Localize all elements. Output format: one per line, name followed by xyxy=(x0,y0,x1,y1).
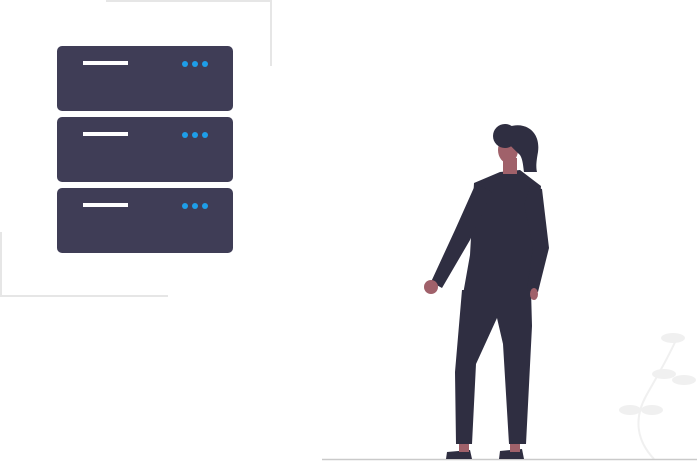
decorative-frame xyxy=(0,0,272,297)
plant-decoration xyxy=(619,333,696,460)
server-led-dot xyxy=(192,203,198,209)
server-slot xyxy=(83,61,128,65)
plant-leaf xyxy=(672,375,696,385)
server-led-dot xyxy=(202,203,208,209)
server-unit-body xyxy=(57,117,233,182)
left-arm xyxy=(431,183,492,288)
server-led-dot xyxy=(192,132,198,138)
server-led-dot xyxy=(182,203,188,209)
right-arm xyxy=(524,186,549,292)
server-unit xyxy=(57,188,233,253)
server-slot xyxy=(83,132,128,136)
server-led-dot xyxy=(182,132,188,138)
trousers xyxy=(455,290,532,444)
frame-line-bottom xyxy=(0,232,168,297)
left-ankle xyxy=(459,442,469,452)
frame-line-top xyxy=(106,0,272,66)
hair xyxy=(506,125,539,172)
server-led-dot xyxy=(182,61,188,67)
right-hand xyxy=(530,288,538,300)
person-figure xyxy=(424,124,549,459)
plant-leaf xyxy=(661,333,685,343)
server-led-dot xyxy=(192,61,198,67)
left-shoe xyxy=(446,450,472,459)
server-unit-body xyxy=(57,188,233,253)
server-unit xyxy=(57,117,233,182)
server-unit xyxy=(57,46,233,111)
left-hand xyxy=(424,280,438,294)
server-led-dot xyxy=(202,61,208,67)
right-ankle xyxy=(510,442,520,452)
plant-stem xyxy=(637,339,677,460)
plant-leaf xyxy=(641,405,663,415)
server-rack xyxy=(57,46,233,253)
server-slot xyxy=(83,203,128,207)
plant-leaf xyxy=(652,369,676,379)
server-led-dot xyxy=(202,132,208,138)
plant-leaf xyxy=(619,405,641,415)
server-unit-body xyxy=(57,46,233,111)
